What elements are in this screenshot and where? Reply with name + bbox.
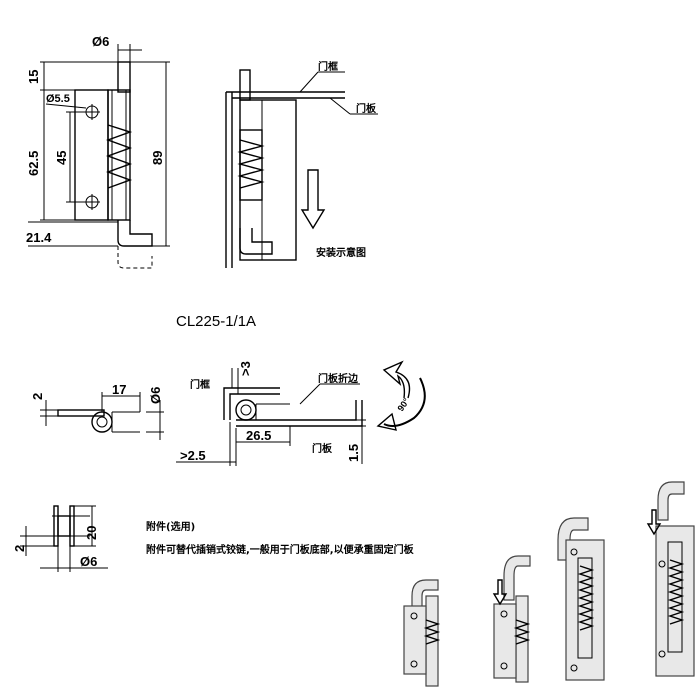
dim-45: 45: [54, 151, 69, 165]
product-render-3: [557, 517, 605, 681]
dim-gt3: >3: [238, 361, 253, 376]
label-door-panel-2: 门板: [312, 442, 333, 455]
label-door-frame-2: 门框: [190, 378, 210, 391]
label-install-diagram: 安装示意图: [316, 246, 366, 259]
dim-90-deg: 90°: [395, 396, 411, 413]
product-render-4: [646, 481, 695, 677]
dim-d6-top: Ø6: [92, 34, 109, 49]
dim-17: 17: [112, 382, 126, 397]
dim-26-5: 26.5: [246, 428, 271, 443]
label-door-panel: 门板: [356, 102, 377, 115]
dim-d6-bot: Ø6: [80, 554, 97, 569]
dim-d55: Ø5.5: [46, 93, 70, 105]
dim-gt2-5: >2.5: [180, 448, 206, 463]
dim-21-4: 21.4: [26, 230, 52, 245]
dim-62-5: 62.5: [26, 151, 41, 176]
dim-15: 15: [26, 70, 41, 84]
label-door-panel-flange: 门板折边: [318, 372, 359, 385]
front-view: Ø6 Ø5.5 15 62.5: [26, 34, 170, 269]
accessory-description: 附件可替代插销式铰链,一般用于门板底部,以便承重固定门板: [146, 543, 415, 556]
product-render-1: [403, 579, 441, 687]
dim-1-5: 1.5: [346, 444, 361, 462]
dim-89: 89: [150, 151, 165, 165]
dim-2-bot: 2: [12, 545, 27, 552]
model-title: CL225-1/1A: [176, 313, 256, 330]
install-view: 门框 门板 安装示意图: [225, 60, 378, 268]
pin-view: 20 2 Ø6: [12, 505, 108, 572]
dim-2-mid: 2: [30, 393, 45, 400]
label-door-frame: 门框: [318, 60, 338, 73]
dim-d6-mid: Ø6: [148, 387, 163, 404]
dim-20: 20: [84, 526, 99, 540]
section-view: 门框 >3 门板折边 门板 26.5 >2.5 1.5: [176, 360, 426, 466]
accessory-title: 附件(选用): [146, 520, 195, 533]
top-view: 2 17 Ø6: [30, 382, 164, 440]
product-render-2: [492, 555, 531, 683]
